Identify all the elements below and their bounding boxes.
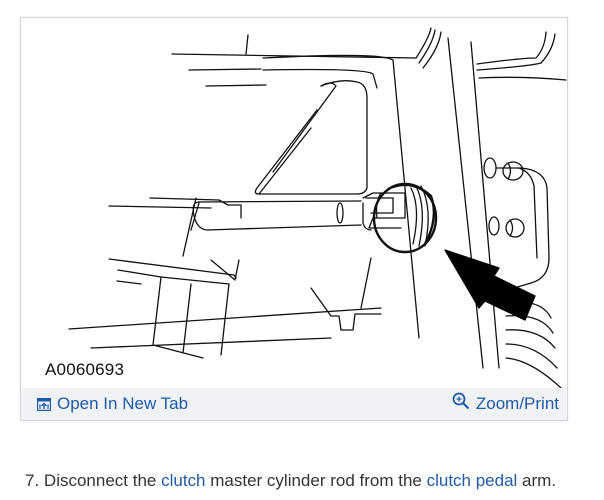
figure-id-label: A0060693	[45, 360, 125, 379]
step-number: 7.	[25, 471, 40, 490]
instruction-text: arm.	[517, 471, 557, 490]
clutch-pedal-link[interactable]: clutch pedal	[426, 471, 518, 490]
clutch-diagram	[68, 27, 567, 388]
open-in-new-tab-label: Open In New Tab	[57, 394, 189, 413]
instruction-text: master cylinder rod from the	[205, 471, 427, 490]
figure-card: A0060693 Open In New Tab Zoom/Print	[20, 17, 568, 421]
figure-footer: Open In New Tab Zoom/Print	[21, 388, 567, 420]
zoom-in-icon	[452, 392, 470, 410]
zoom-print-link[interactable]: Zoom/Print	[452, 392, 559, 414]
clutch-link[interactable]: clutch	[161, 471, 206, 490]
open-in-new-tab-link[interactable]: Open In New Tab	[37, 394, 188, 414]
instruction-text: Disconnect the	[39, 471, 162, 490]
instruction-step: 7. Disconnect the clutch master cylinder…	[25, 471, 556, 491]
open-in-new-tab-icon	[37, 397, 51, 411]
zoom-print-label: Zoom/Print	[475, 394, 559, 413]
